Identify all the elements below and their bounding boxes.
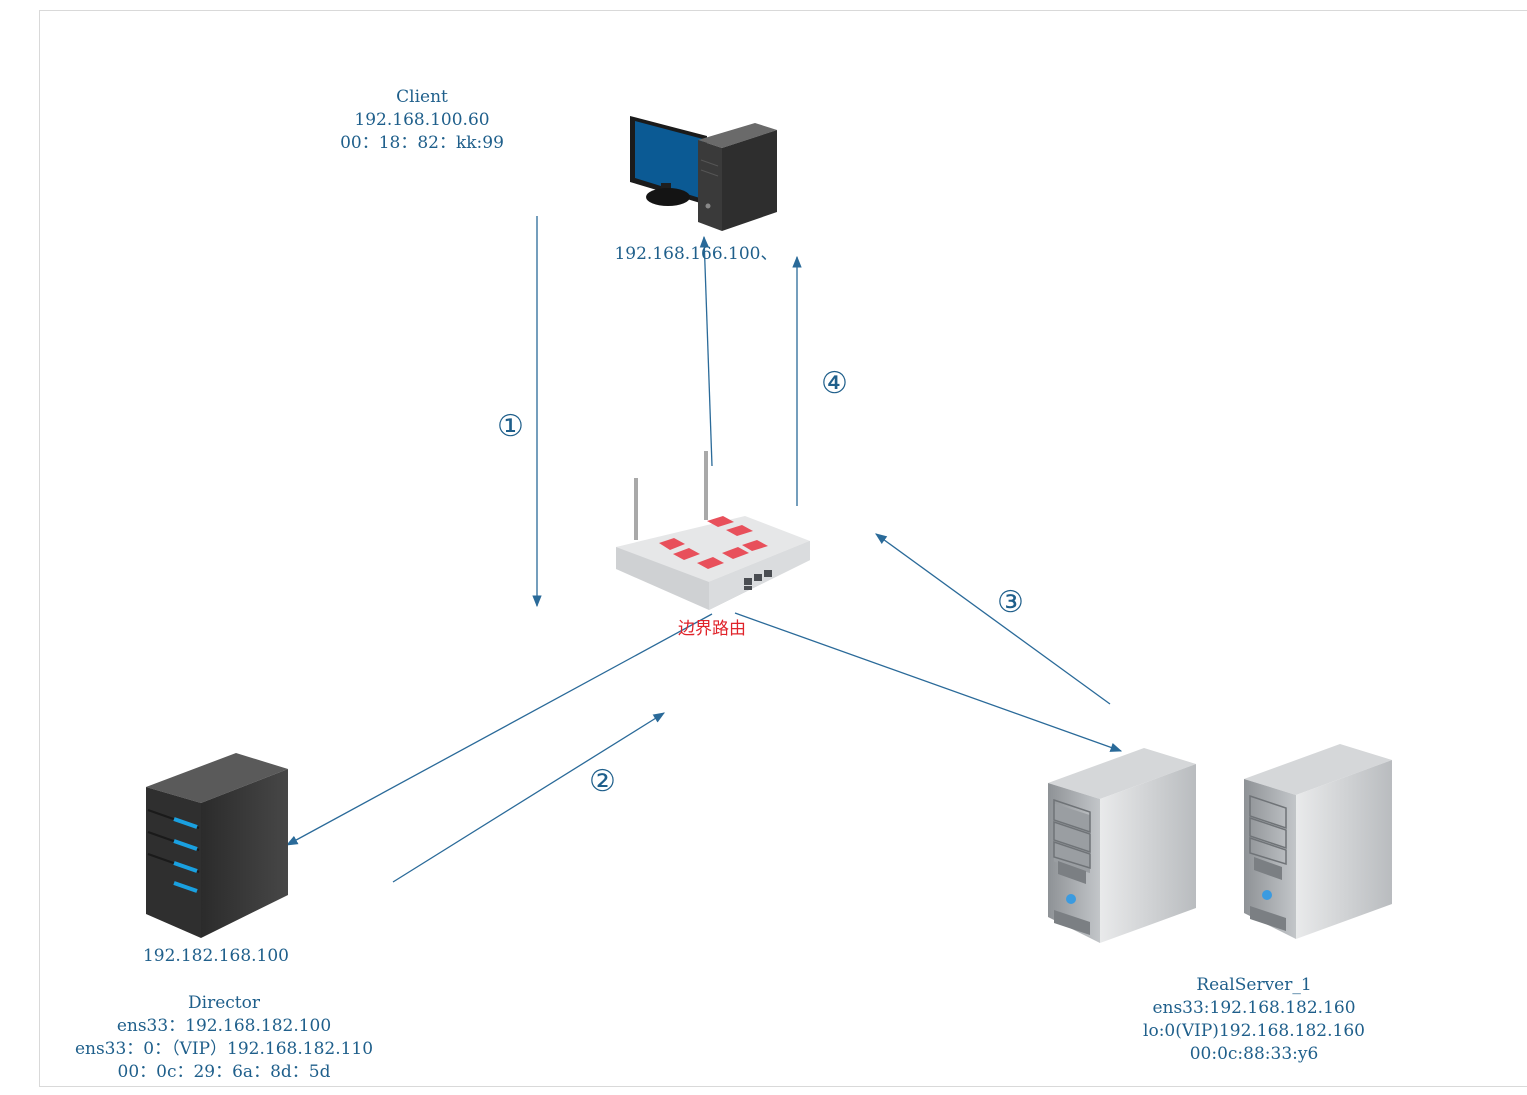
step-1-label: ① — [497, 409, 524, 444]
client-name: Client — [396, 87, 448, 107]
realserver-name: RealServer_1 — [1196, 975, 1312, 995]
director-mac: 00：0c：29：6a：8d：5d — [117, 1062, 331, 1082]
director-vip: ens33：0：（VIP）192.168.182.110 — [74, 1039, 374, 1059]
director-label: Director ens33：192.168.182.100 ens33：0：（… — [44, 992, 404, 1084]
realserver-mac: 00:0c:88:33:y6 — [1189, 1044, 1319, 1064]
server-pc-gray-icon — [1048, 748, 1196, 943]
desktop-computer-icon — [630, 116, 777, 231]
director-ip-top: 192.182.168.100 — [142, 946, 289, 966]
director-ens33: ens33：192.168.182.100 — [116, 1016, 332, 1036]
router-icon — [616, 451, 810, 610]
router-label: 边界路由 — [678, 619, 746, 639]
step-2-label: ② — [589, 764, 616, 799]
arrow-router-to-director — [285, 613, 713, 846]
realserver-label: RealServer_1 ens33:192.168.182.160 lo:0(… — [1114, 974, 1394, 1066]
arrow-router-to-client — [699, 235, 713, 467]
arrows — [285, 216, 1123, 883]
diagram-canvas — [39, 10, 1527, 1087]
client-mac: 00：18：82：kk:99 — [340, 133, 504, 153]
step-4-label: ④ — [821, 366, 848, 401]
client-ip: 192.168.100.60 — [354, 110, 490, 130]
arrow-router-to-realserver — [734, 612, 1123, 752]
server-tower-dark-icon — [146, 753, 288, 938]
realserver-vip: lo:0(VIP)192.168.182.160 — [1143, 1021, 1365, 1041]
step-3-label: ③ — [997, 585, 1024, 620]
arrow-step2 — [392, 712, 665, 883]
realserver-ens33: ens33:192.168.182.160 — [1152, 998, 1356, 1018]
server-pc-gray-icon-2 — [1244, 744, 1392, 939]
director-name: Director — [188, 993, 260, 1013]
arrow-step3 — [875, 533, 1111, 705]
client-label: Client 192.168.100.60 00：18：82：kk:99 — [322, 86, 522, 155]
client-ip-alias: 192.168.166.100、 — [614, 244, 778, 264]
